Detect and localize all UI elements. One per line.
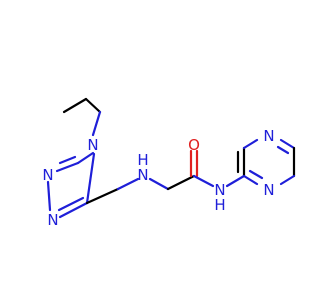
bond-n2-c3-double	[57, 196, 85, 212]
bond-n4-c5	[76, 151, 95, 165]
atom-h-amide: H	[214, 196, 225, 214]
bond-propyl-c2-c3	[84, 97, 102, 114]
atom-n-triazole-1: N	[42, 166, 53, 184]
atom-n-triazole-4: N	[87, 136, 98, 154]
pyrazine-ring	[236, 138, 296, 186]
bond-c5-n1-double	[58, 155, 77, 165]
atom-labels: N N N N H O N H N N	[42, 127, 274, 229]
amine-linker	[116, 174, 196, 191]
triazole-ring	[46, 151, 120, 219]
bond-pz-n4-c5	[279, 138, 296, 150]
bond-pz-c3-n4	[242, 138, 259, 150]
bond-c3-n4	[85, 152, 96, 205]
bond-pz-c6-n1	[279, 174, 296, 186]
bond-ch2-nh	[116, 177, 140, 191]
amide-group	[189, 149, 246, 188]
atom-n-pyrazine-top: N	[263, 127, 274, 145]
bond-nh-ch2	[148, 177, 170, 191]
bond-n2-c3	[58, 201, 89, 219]
bond-c5-n1	[55, 161, 80, 173]
bond-c3-ch2	[85, 187, 120, 205]
atom-n-pyrazine-bottom: N	[263, 181, 274, 199]
atom-n-amine: N	[137, 166, 148, 184]
atom-n-amide: N	[214, 181, 225, 199]
bond-pz-n1-c2	[242, 174, 259, 186]
molecule-structure-diagram: N N N N H O N H N N	[42, 97, 296, 229]
atom-h-amine: H	[137, 151, 148, 169]
bond-nh-pyrazine	[225, 174, 246, 188]
bond-carbonyl-nh	[192, 174, 215, 188]
bond-pz-n4-c5-double	[276, 145, 290, 155]
bond-n1-n2	[46, 180, 52, 212]
bond-pz-n1-c2-double	[248, 169, 264, 180]
bond-propyl-c1-c2	[62, 97, 88, 114]
atom-o-carbonyl: O	[188, 136, 200, 154]
atom-n-triazole-2: N	[47, 211, 58, 229]
bond-propyl-c3-n4	[91, 110, 102, 137]
bond-ch2-carbonyl	[166, 174, 196, 191]
propyl-chain	[62, 97, 102, 137]
